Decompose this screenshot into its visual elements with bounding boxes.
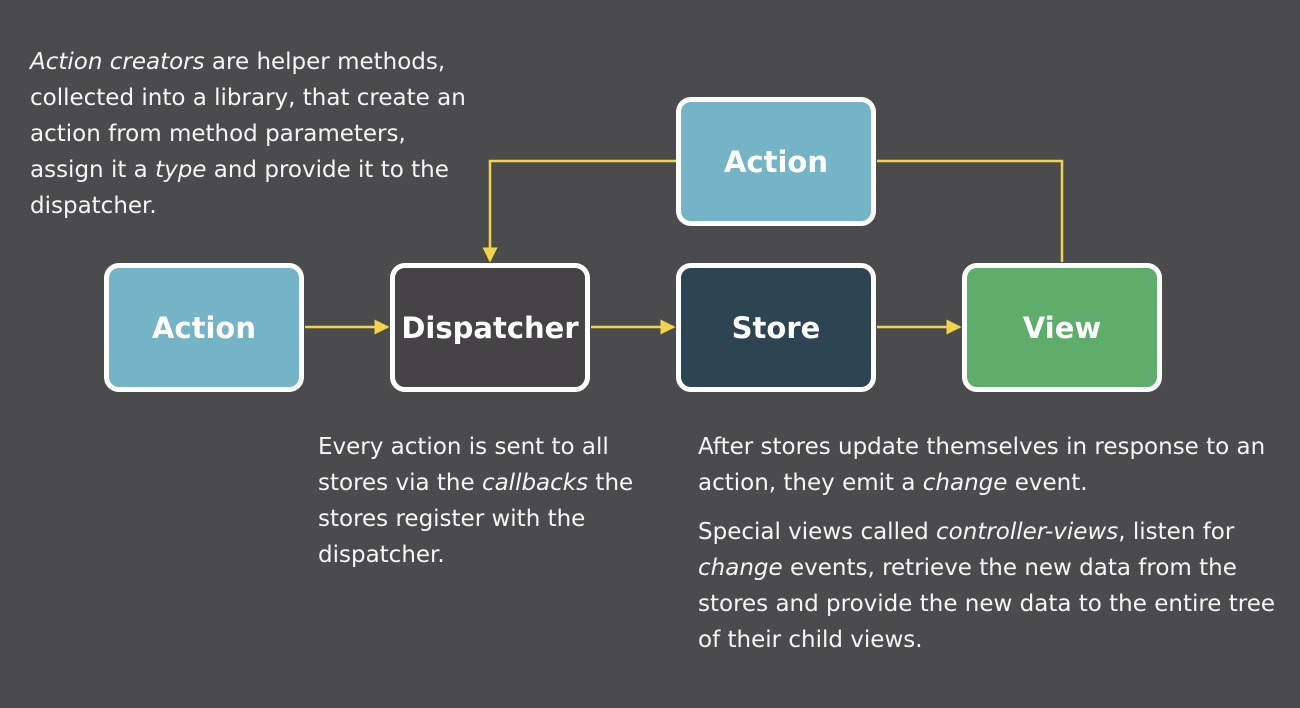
action-top-label: Action: [723, 144, 828, 179]
controller-views-text: Special views called controller-views, l…: [698, 514, 1288, 658]
action-creators-text-b: and provide it to the dispatcher.: [30, 157, 449, 219]
dispatch-text-b: the stores register with the dispatcher.: [318, 470, 634, 568]
stores-text-a: After stores update themselves in respon…: [698, 434, 1266, 496]
arrow-view-to-action-top: [877, 159, 1064, 262]
action-creators-term: Action creators: [30, 49, 205, 75]
stores-change-text: After stores update themselves in respon…: [698, 429, 1288, 501]
dispatcher-label: Dispatcher: [401, 310, 579, 345]
dispatch-text: Every action is sent to all stores via t…: [318, 429, 668, 573]
view-label: View: [1022, 310, 1102, 345]
dispatch-note: Every action is sent to all stores via t…: [318, 429, 668, 573]
action-creators-text: Action creators are helper methods, coll…: [30, 44, 470, 224]
controller-text-a: Special views called: [698, 519, 937, 545]
store-node: Store: [676, 263, 876, 392]
action-creators-text-a: are helper methods, collected into a lib…: [30, 49, 466, 183]
change-term-2: change: [698, 555, 783, 581]
controller-text-b: , listen for: [1118, 519, 1235, 545]
stores-note: After stores update themselves in respon…: [698, 429, 1288, 658]
dispatcher-node: Dispatcher: [390, 263, 590, 392]
type-term: type: [155, 157, 207, 183]
view-node: View: [962, 263, 1162, 392]
action-node: Action: [104, 263, 304, 392]
controller-views-term: controller-views: [936, 519, 1119, 545]
callbacks-term: callbacks: [481, 470, 589, 496]
stores-text-b: event.: [1007, 470, 1088, 496]
action-creators-note: Action creators are helper methods, coll…: [30, 44, 470, 224]
controller-text-c: events, retrieve the new data from the s…: [698, 555, 1276, 653]
store-label: Store: [731, 310, 821, 345]
action-label: Action: [151, 310, 256, 345]
arrow-action-top-to-dispatcher: [482, 159, 676, 263]
dispatch-text-a: Every action is sent to all stores via t…: [318, 434, 609, 496]
action-node-top: Action: [676, 97, 876, 226]
change-term: change: [922, 470, 1008, 496]
